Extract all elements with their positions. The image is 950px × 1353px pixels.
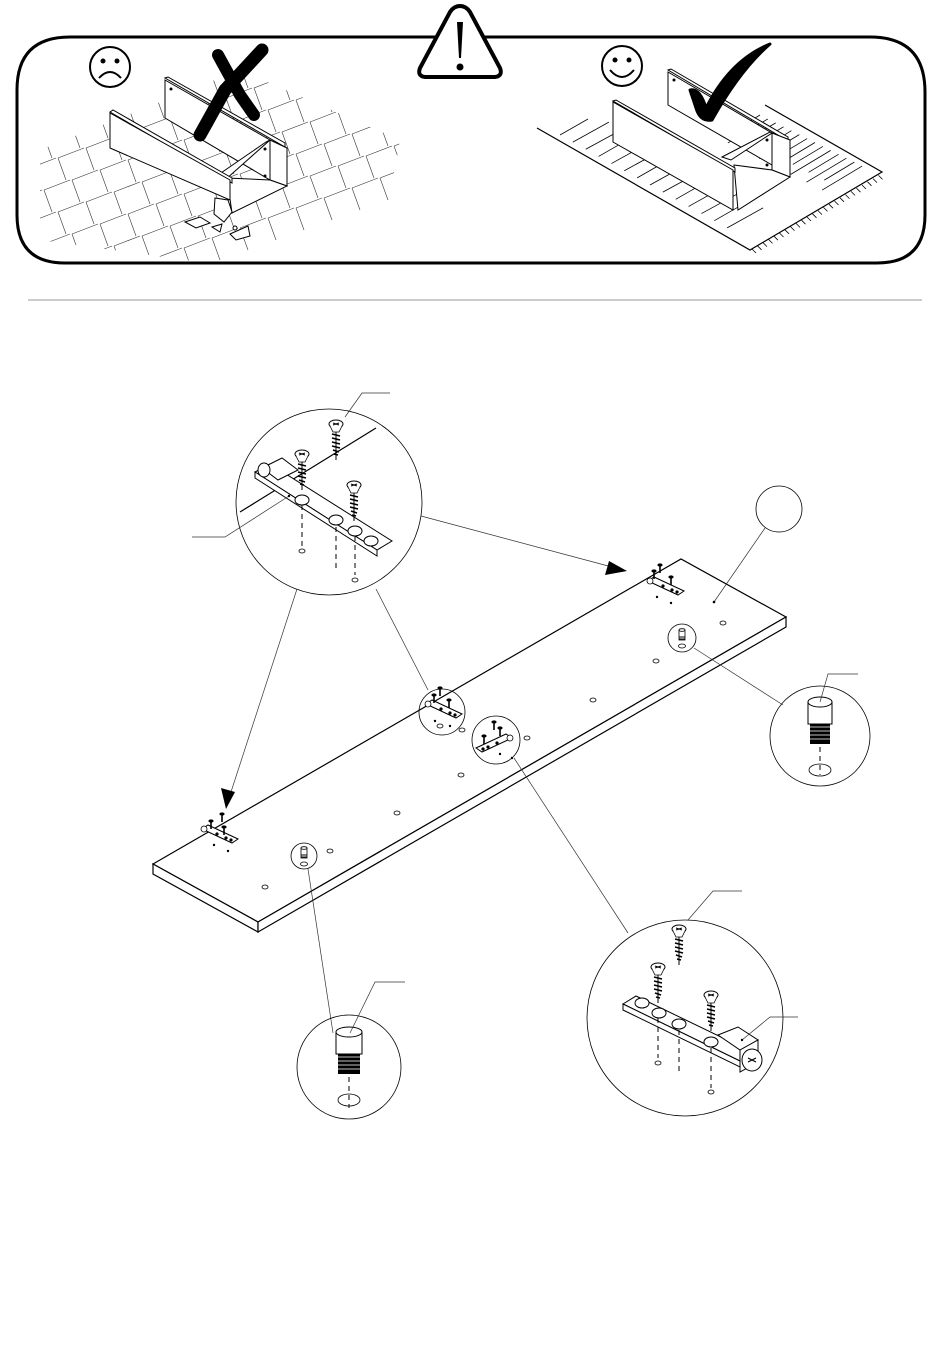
panel-hole [458,773,464,777]
cabinet-on-rug [613,69,790,210]
hinge-plate-detail-bottom [587,891,798,1116]
hinge-plate-detail-top [192,393,422,595]
long-panel [153,559,786,932]
panel-hole [720,621,726,625]
panel-hole [262,885,268,889]
warning-triangle-icon [419,6,501,77]
cabinet-on-hard-floor [110,77,287,213]
panel-hole [327,849,333,853]
panel-hole [437,724,443,728]
dowel-pin-detail-bottom [297,982,405,1119]
smiley-face-icon [602,46,642,86]
panel-hole [394,811,400,815]
panel-hole [590,698,596,702]
panel-hole [459,728,465,732]
tiled-floor [0,0,602,360]
panel-hole [653,659,659,663]
sad-face-icon [90,47,130,87]
dowel-pin-detail-right [770,674,870,786]
warning-panel [0,0,925,360]
panel-hole [524,736,530,740]
